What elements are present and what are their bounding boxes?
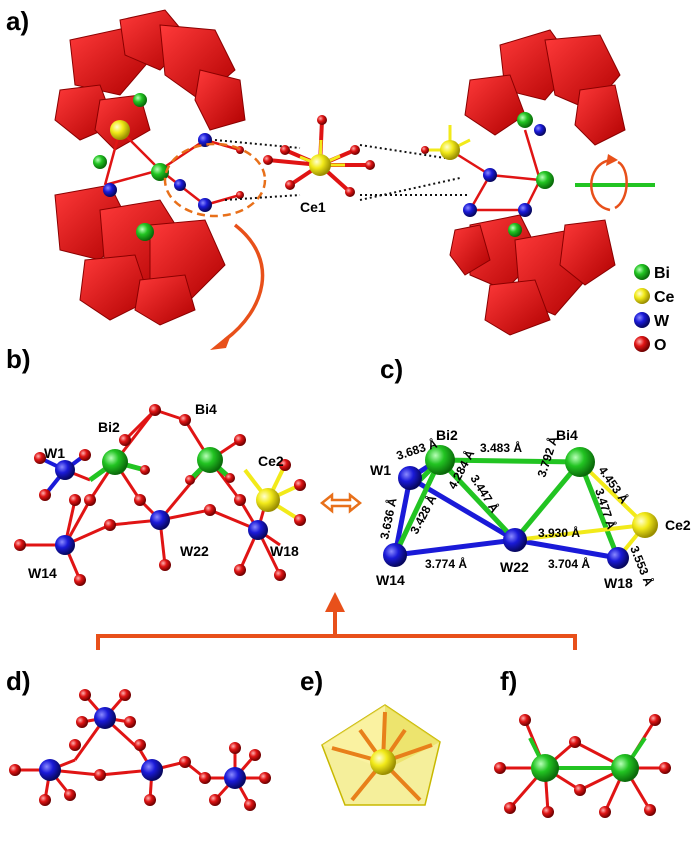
label-b-w14: W14 [28, 565, 57, 581]
dist-w22-w18: 3.704 Å [548, 556, 590, 571]
dist-w22-ce2: 3.930 Å [538, 525, 580, 540]
dist-bi2-bi4: 3.483 Å [480, 440, 522, 455]
arrow-a-to-b [210, 223, 265, 350]
dist-w14-w22: 3.774 Å [425, 556, 467, 571]
label-c-ce2: Ce2 [665, 517, 691, 533]
legend-item-ce: Ce [634, 288, 675, 306]
left-polyhedra-cluster [54, 9, 246, 326]
panel-e-structure [321, 704, 441, 806]
label-b-w22: W22 [180, 543, 209, 559]
right-core-atoms [421, 112, 554, 237]
legend: Bi Ce W O [634, 264, 675, 354]
panel-d-o-atoms [9, 689, 271, 811]
legend-item-w: W [634, 312, 670, 330]
panel-label-a: a) [6, 6, 29, 36]
ce1-center [263, 115, 375, 197]
legend-label-ce: Ce [654, 289, 675, 306]
panel-c-structure: Bi2 Bi4 W1 W14 W22 W18 Ce2 3.683 Å 3.483… [370, 427, 691, 591]
label-c-w18: W18 [604, 575, 633, 591]
label-ce1: Ce1 [300, 199, 326, 215]
panel-f-structure [494, 714, 671, 818]
legend-label-o: O [654, 337, 666, 354]
panel-label-b: b) [6, 344, 31, 374]
label-b-w18: W18 [270, 543, 299, 559]
label-c-bi4: Bi4 [556, 427, 578, 443]
label-b-w1: W1 [44, 445, 65, 461]
panel-label-f: f) [500, 666, 517, 696]
label-c-bi2: Bi2 [436, 427, 458, 443]
rotation-axis-icon [575, 154, 655, 212]
panel-d-w-atoms [39, 707, 246, 789]
panel-f-o-atoms [494, 714, 671, 818]
dist-bi4-w22: 3.792 Å [534, 434, 561, 479]
label-b-ce2: Ce2 [258, 453, 284, 469]
legend-label-w: W [654, 313, 670, 330]
panel-f-bi-atoms [531, 754, 639, 782]
panel-label-d: d) [6, 666, 31, 696]
panel-label-e: e) [300, 666, 323, 696]
bracket-arrow [96, 610, 577, 650]
label-c-w1: W1 [370, 462, 391, 478]
legend-item-bi: Bi [634, 264, 670, 282]
highlight-ellipse [163, 142, 267, 218]
legend-item-o: O [634, 336, 666, 354]
label-b-bi2: Bi2 [98, 419, 120, 435]
bracket-arrow-head [325, 592, 345, 612]
right-polyhedra-cluster [449, 29, 626, 336]
label-b-bi4: Bi4 [195, 401, 217, 417]
panel-b-o-atoms [14, 404, 306, 586]
panel-b-metal-atoms [55, 447, 280, 555]
panel-a-structure: Ce1 [54, 9, 655, 350]
panel-label-c: c) [380, 354, 403, 384]
legend-label-bi: Bi [654, 265, 670, 282]
dist-bi2-w14: 3.428 Å [406, 492, 439, 536]
label-c-w22: W22 [500, 559, 529, 575]
dist-w1-w14: 3.636 Å [376, 496, 399, 541]
panel-c-atoms [383, 445, 658, 569]
panel-d-structure [9, 689, 271, 811]
panel-b-structure: Bi2 Bi4 Ce2 W1 W14 W22 W18 [14, 401, 306, 586]
label-c-w14: W14 [376, 572, 405, 588]
double-arrow-b-c [319, 492, 363, 514]
